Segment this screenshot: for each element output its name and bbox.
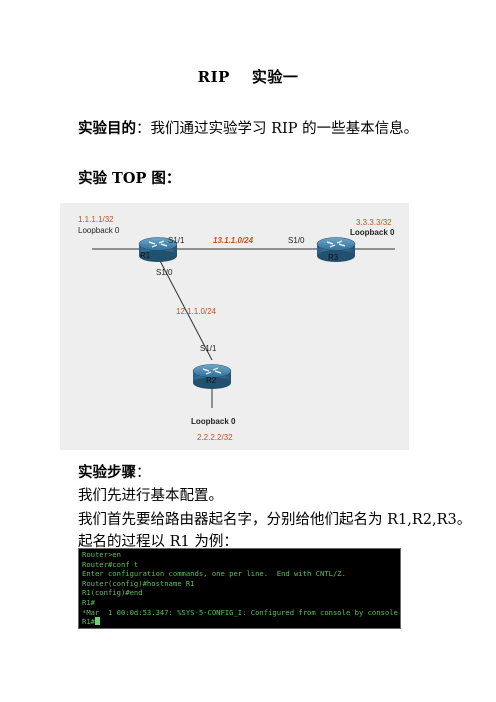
terminal-line: *Mar 1 00:0d:53.347: %SYS-5-CONFIG_I: Co…: [82, 607, 398, 617]
r3-name: R3: [328, 253, 339, 262]
topology-heading: 实验 TOP 图：: [78, 170, 181, 187]
steps-label: 实验步骤: [78, 464, 136, 481]
r1-loopback-label: Loopback 0: [78, 226, 120, 235]
network-topology-diagram: 1.1.1.1/32 Loopback 0 R1 S1/1 S1/0 13.1.…: [60, 203, 409, 450]
r1-s10-label: S1/0: [156, 268, 173, 277]
terminal-line: Enter configuration commands, one per li…: [82, 569, 346, 579]
terminal-line: Router>en: [82, 550, 121, 559]
steps-colon: ：: [136, 465, 151, 481]
r3-s10-label: S1/0: [288, 236, 305, 245]
purpose-paragraph: 实验目的：我们通过实验学习 RIP 的一些基本信息。: [78, 118, 418, 140]
title-experiment: 实验一: [251, 68, 299, 86]
r1-r2-link: [157, 256, 213, 361]
r2-s11-label: S1/1: [200, 344, 217, 353]
r1-r2-network: 12.1.1.0/24: [176, 307, 217, 316]
r1-r3-network: 13.1.1.0/24: [213, 236, 254, 245]
r2-name: R2: [206, 376, 217, 385]
purpose-label: 实验目的: [78, 120, 136, 137]
r1-name: R1: [140, 251, 151, 260]
r1-loopback-ip: 1.1.1.1/32: [78, 215, 114, 224]
r3-loopback-label: Loopback 0: [350, 228, 395, 237]
terminal-cursor: [94, 617, 100, 626]
steps-heading: 实验步骤：: [78, 462, 151, 484]
r1-s11-label: S1/1: [168, 236, 185, 245]
paragraph-r1-example: 起名的过程以 R1 为例：: [78, 534, 238, 550]
terminal-screenshot: Router>en Router#conf t Enter configurat…: [78, 548, 401, 629]
r3-loopback-ip: 3.3.3.3/32: [356, 218, 392, 227]
terminal-line: Router(config)#hostname R1: [82, 578, 195, 588]
purpose-text: 我们通过实验学习 RIP 的一些基本信息。: [150, 121, 419, 137]
paragraph-router-names: 我们首先要给路由器起名字，分别给他们起名为 R1,R2,R3。: [78, 512, 472, 528]
terminal-prompt-line: R1#: [82, 617, 397, 627]
terminal-line: R1#: [82, 597, 95, 607]
title-rip: RIP: [197, 68, 230, 86]
purpose-colon: ：: [136, 121, 151, 137]
terminal-line: R1(config)#end: [82, 588, 143, 598]
r2-loopback-label: Loopback 0: [191, 417, 236, 426]
r2-loopback-ip: 2.2.2.2/32: [197, 433, 233, 442]
page-title: RIP 实验一: [0, 66, 496, 87]
terminal-line: Router#conf t: [82, 559, 139, 569]
terminal-prompt: R1#: [82, 617, 95, 627]
paragraph-basic-config: 我们先进行基本配置。: [78, 488, 223, 504]
